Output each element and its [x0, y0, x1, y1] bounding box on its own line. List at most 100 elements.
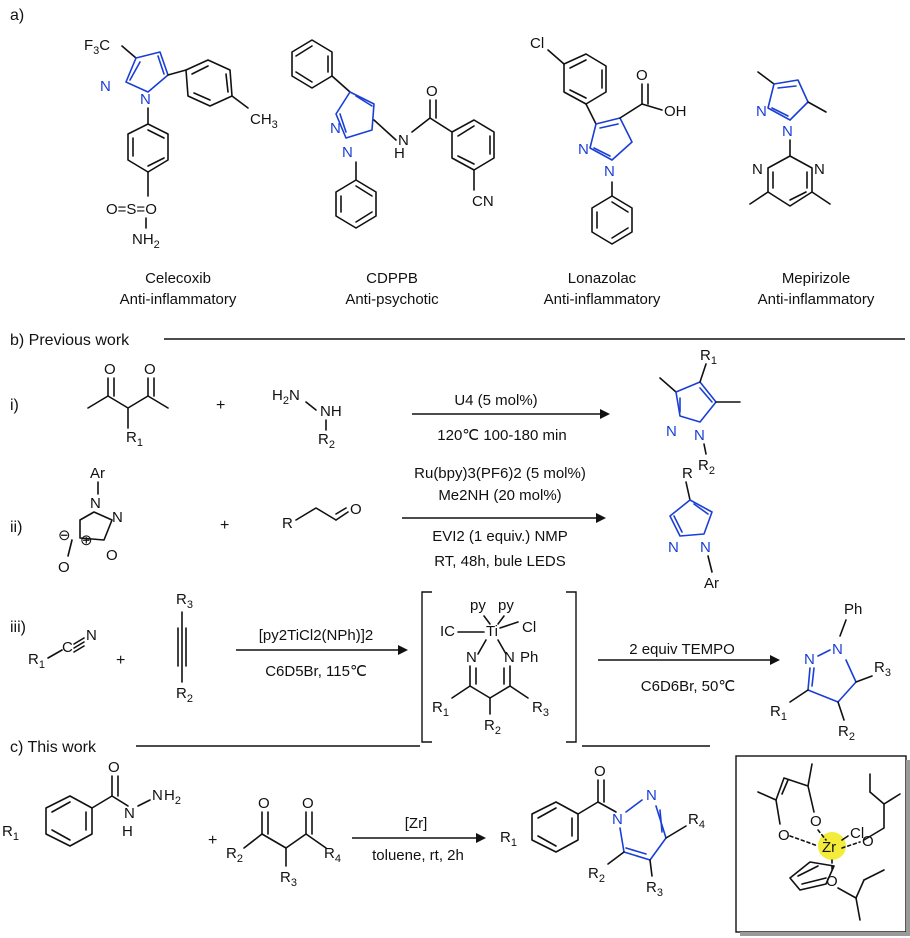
svg-text:R3: R3	[176, 591, 193, 611]
svg-text:N: N	[694, 427, 705, 444]
svg-text:N: N	[90, 495, 101, 512]
svg-text:R2: R2	[226, 845, 243, 865]
drug-use-lonazolac: Anti-inflammatory	[544, 291, 661, 308]
svg-text:N: N	[756, 103, 767, 120]
svg-text:N: N	[152, 787, 163, 804]
svg-text:NH2: NH2	[132, 231, 160, 251]
route-ii-label: ii)	[10, 519, 22, 536]
svg-text:R3: R3	[874, 659, 891, 679]
svg-text:⊕: ⊕	[80, 532, 93, 549]
lonazolac-structure: Cl N N O OH	[530, 35, 687, 245]
svg-text:R1: R1	[432, 699, 449, 719]
drug-use-celecoxib: Anti-inflammatory	[120, 291, 237, 308]
cdppb-structure: N N H N O CN	[291, 39, 495, 229]
route-iii-product-pyrazoline: Ph N N R3 R1 R2	[770, 601, 891, 743]
zr-catalyst-label: [Zr]	[405, 815, 428, 832]
svg-text:N: N	[342, 144, 353, 161]
zr-complex-inset: Zr Cl O O O O	[735, 755, 910, 936]
route-ii-line1: Ru(bpy)3(PF6)2 (5 mol%)	[414, 465, 586, 482]
svg-text:N: N	[100, 78, 111, 95]
svg-text:F3C: F3C	[84, 37, 110, 57]
svg-text:N: N	[668, 539, 679, 556]
svg-text:N: N	[578, 141, 589, 158]
svg-text:N: N	[646, 787, 657, 804]
titanium-intermediate: py py IC Ti Cl N N Ph R1 R3 R2	[421, 591, 577, 743]
svg-text:O: O	[778, 827, 790, 844]
svg-text:CH3: CH3	[250, 111, 278, 131]
svg-text:N: N	[112, 509, 123, 526]
route-i-label: i)	[10, 397, 19, 414]
svg-text:O: O	[810, 813, 822, 830]
svg-text:+: +	[208, 832, 217, 849]
svg-text:Cl: Cl	[522, 619, 536, 636]
route-ii-line4: RT, 48h, bule LEDS	[434, 553, 565, 570]
panel-c-label: c) This work	[10, 739, 97, 756]
svg-text:Ti: Ti	[486, 623, 498, 640]
svg-text:R1: R1	[28, 651, 45, 671]
svg-text:O: O	[350, 501, 362, 518]
svg-text:N: N	[140, 91, 151, 108]
svg-text:Ar: Ar	[90, 465, 105, 482]
svg-text:R: R	[682, 465, 693, 482]
panel-b-label: b) Previous work	[10, 332, 130, 349]
svg-text:+: +	[216, 397, 225, 414]
mepirizole-structure: N N N N	[749, 71, 831, 207]
aldehyde-structure: R O	[282, 501, 362, 532]
svg-text:N: N	[752, 161, 763, 178]
svg-text:R2: R2	[698, 457, 715, 477]
svg-text:Cl: Cl	[530, 35, 544, 52]
svg-text:C: C	[62, 639, 73, 656]
celecoxib-structure: F3C N N CH3 O=S=O NH2	[84, 37, 278, 251]
route-iii-conditions: C6D5Br, 115℃	[265, 663, 367, 680]
nitrile-structure: R1 C N	[28, 627, 97, 671]
svg-text:R1: R1	[500, 829, 517, 849]
svg-text:R2: R2	[838, 723, 855, 743]
svg-text:R3: R3	[280, 869, 297, 889]
drug-name-lonazolac: Lonazolac	[568, 270, 637, 287]
route-iii-reagent: [py2TiCl2(NPh)]2	[259, 627, 373, 644]
svg-text:R1: R1	[126, 429, 143, 449]
svg-text:NH: NH	[320, 403, 342, 420]
svg-text:H2N: H2N	[272, 387, 300, 407]
svg-text:⊖: ⊖	[58, 527, 71, 544]
svg-text:O: O	[258, 795, 270, 812]
svg-text:R2: R2	[176, 685, 193, 705]
svg-text:H: H	[394, 145, 405, 162]
drug-use-mepirizole: Anti-inflammatory	[758, 291, 875, 308]
route-iii-step2-conditions: C6D6Br, 50℃	[641, 678, 735, 695]
route-i-reagent: U4 (5 mol%)	[454, 392, 537, 409]
svg-text:R3: R3	[532, 699, 549, 719]
svg-text:N: N	[666, 423, 677, 440]
svg-text:O: O	[106, 547, 118, 564]
svg-text:R2: R2	[588, 865, 605, 885]
svg-text:N: N	[612, 811, 623, 828]
svg-text:Cl: Cl	[850, 825, 864, 842]
svg-text:+: +	[220, 517, 229, 534]
svg-text:+: +	[116, 652, 125, 669]
substituted-diketone-structure: R2 O O R4 R3	[226, 795, 341, 889]
drug-name-cdppb: CDPPB	[366, 270, 418, 287]
route-ii-product-pyrazole: R N N Ar	[668, 465, 719, 592]
svg-text:O: O	[302, 795, 314, 812]
svg-text:N: N	[398, 132, 409, 149]
svg-text:H: H	[122, 823, 133, 840]
svg-text:R4: R4	[324, 845, 341, 865]
svg-text:N: N	[604, 163, 615, 180]
svg-text:Ar: Ar	[704, 575, 719, 592]
svg-text:Ph: Ph	[520, 649, 538, 666]
svg-text:R1: R1	[2, 823, 19, 843]
svg-text:CN: CN	[472, 193, 494, 210]
svg-text:R2: R2	[318, 431, 335, 451]
svg-text:N: N	[330, 120, 341, 137]
svg-text:Zr: Zr	[822, 839, 836, 856]
svg-text:IC: IC	[440, 623, 455, 640]
alkyne-structure: R3 R2	[176, 591, 193, 705]
svg-text:R1: R1	[700, 347, 717, 367]
svg-text:N: N	[782, 123, 793, 140]
svg-text:R: R	[282, 515, 293, 532]
route-i-conditions: 120℃ 100-180 min	[437, 427, 566, 444]
this-work-conditions: toluene, rt, 2h	[372, 847, 464, 864]
svg-text:N: N	[804, 651, 815, 668]
svg-text:N: N	[504, 649, 515, 666]
svg-text:py: py	[498, 597, 514, 614]
